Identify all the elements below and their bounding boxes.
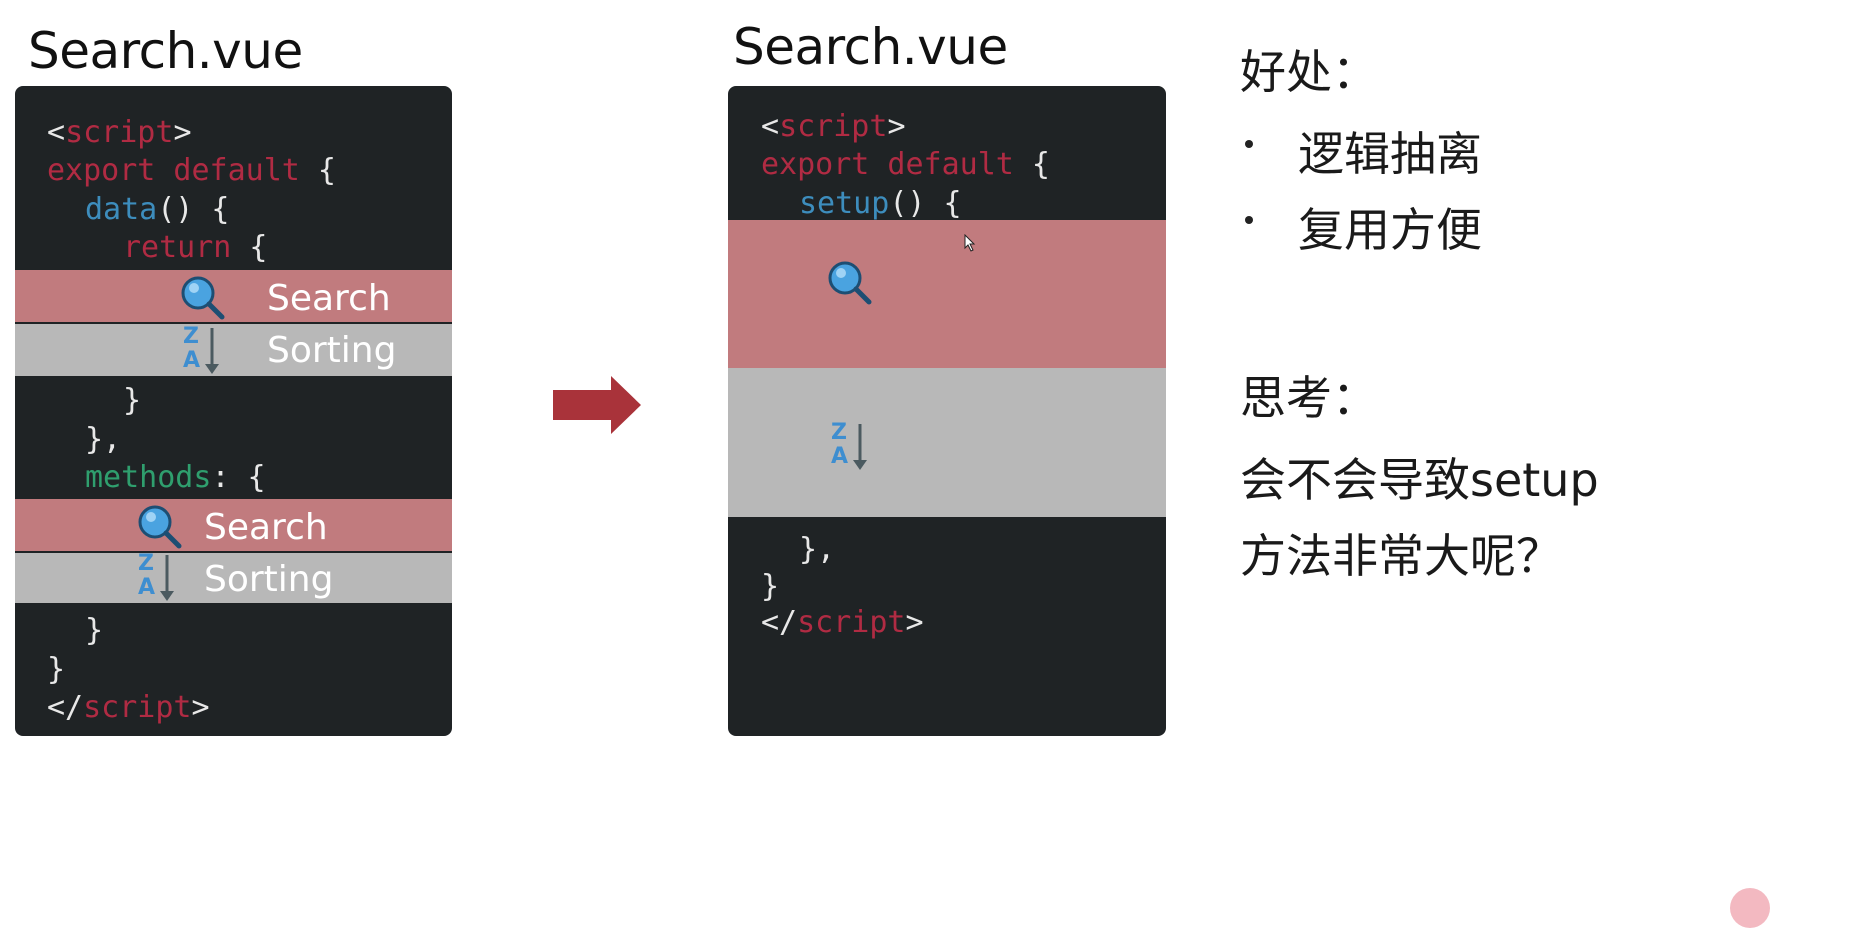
sorting-label: Sorting (204, 559, 334, 600)
right-arrow-icon (553, 376, 641, 434)
code-line-methods: methods: { (85, 460, 266, 495)
corner-decoration (1730, 888, 1770, 928)
sort-za-icon: Z A (831, 422, 871, 472)
left-panel-title: Search.vue (28, 22, 303, 80)
code-line-close-setup: }, (799, 532, 836, 567)
sorting-block: Z A (728, 368, 1166, 517)
search-block (728, 220, 1166, 368)
code-line-return: return { (123, 230, 268, 265)
sort-za-icon: Z A (138, 553, 178, 603)
mouse-cursor-icon (964, 234, 976, 252)
sorting-band: Z A Sorting (15, 553, 452, 603)
benefit-item: 复用方便 (1298, 203, 1482, 257)
left-code-panel: <script> export default { data() { retur… (15, 86, 452, 736)
thinking-heading: 思考： (1240, 371, 1378, 425)
code-line-script-open: <script> (761, 109, 906, 144)
code-line-export-default: export default { (47, 153, 336, 188)
search-band: Search (15, 499, 452, 551)
thinking-line-2: 方法非常大呢？ (1240, 529, 1562, 583)
code-line-close-export: } (47, 652, 66, 687)
sorting-label: Sorting (267, 330, 397, 371)
code-line-close-methods: } (85, 613, 104, 648)
sort-za-icon: Z A (183, 326, 223, 376)
code-line-close-data: }, (85, 422, 122, 457)
magnifier-icon (828, 261, 872, 305)
right-code-panel: <script> export default { setup() { Z A … (728, 86, 1166, 736)
right-panel-title: Search.vue (733, 18, 1008, 76)
code-line-script-close: </script> (761, 605, 924, 640)
benefits-heading: 好处： (1240, 45, 1378, 99)
magnifier-icon (138, 505, 182, 549)
thinking-line-1: 会不会导致setup (1240, 453, 1599, 507)
benefit-item: 逻辑抽离 (1298, 127, 1482, 181)
code-line-close-return: } (123, 383, 142, 418)
magnifier-icon (181, 276, 225, 320)
search-label: Search (204, 507, 328, 548)
search-label: Search (267, 278, 391, 319)
search-band: Search (15, 270, 452, 322)
code-line-data: data() { (85, 192, 230, 227)
sorting-band: Z A Sorting (15, 324, 452, 376)
code-line-script-close: </script> (47, 690, 210, 725)
code-line-setup: setup() { (799, 186, 962, 221)
bullet-dot (1245, 216, 1253, 224)
code-line-script-open: <script> (47, 115, 192, 150)
code-line-close-export: } (761, 569, 780, 604)
code-line-export-default: export default { (761, 147, 1050, 182)
bullet-dot (1245, 140, 1253, 148)
